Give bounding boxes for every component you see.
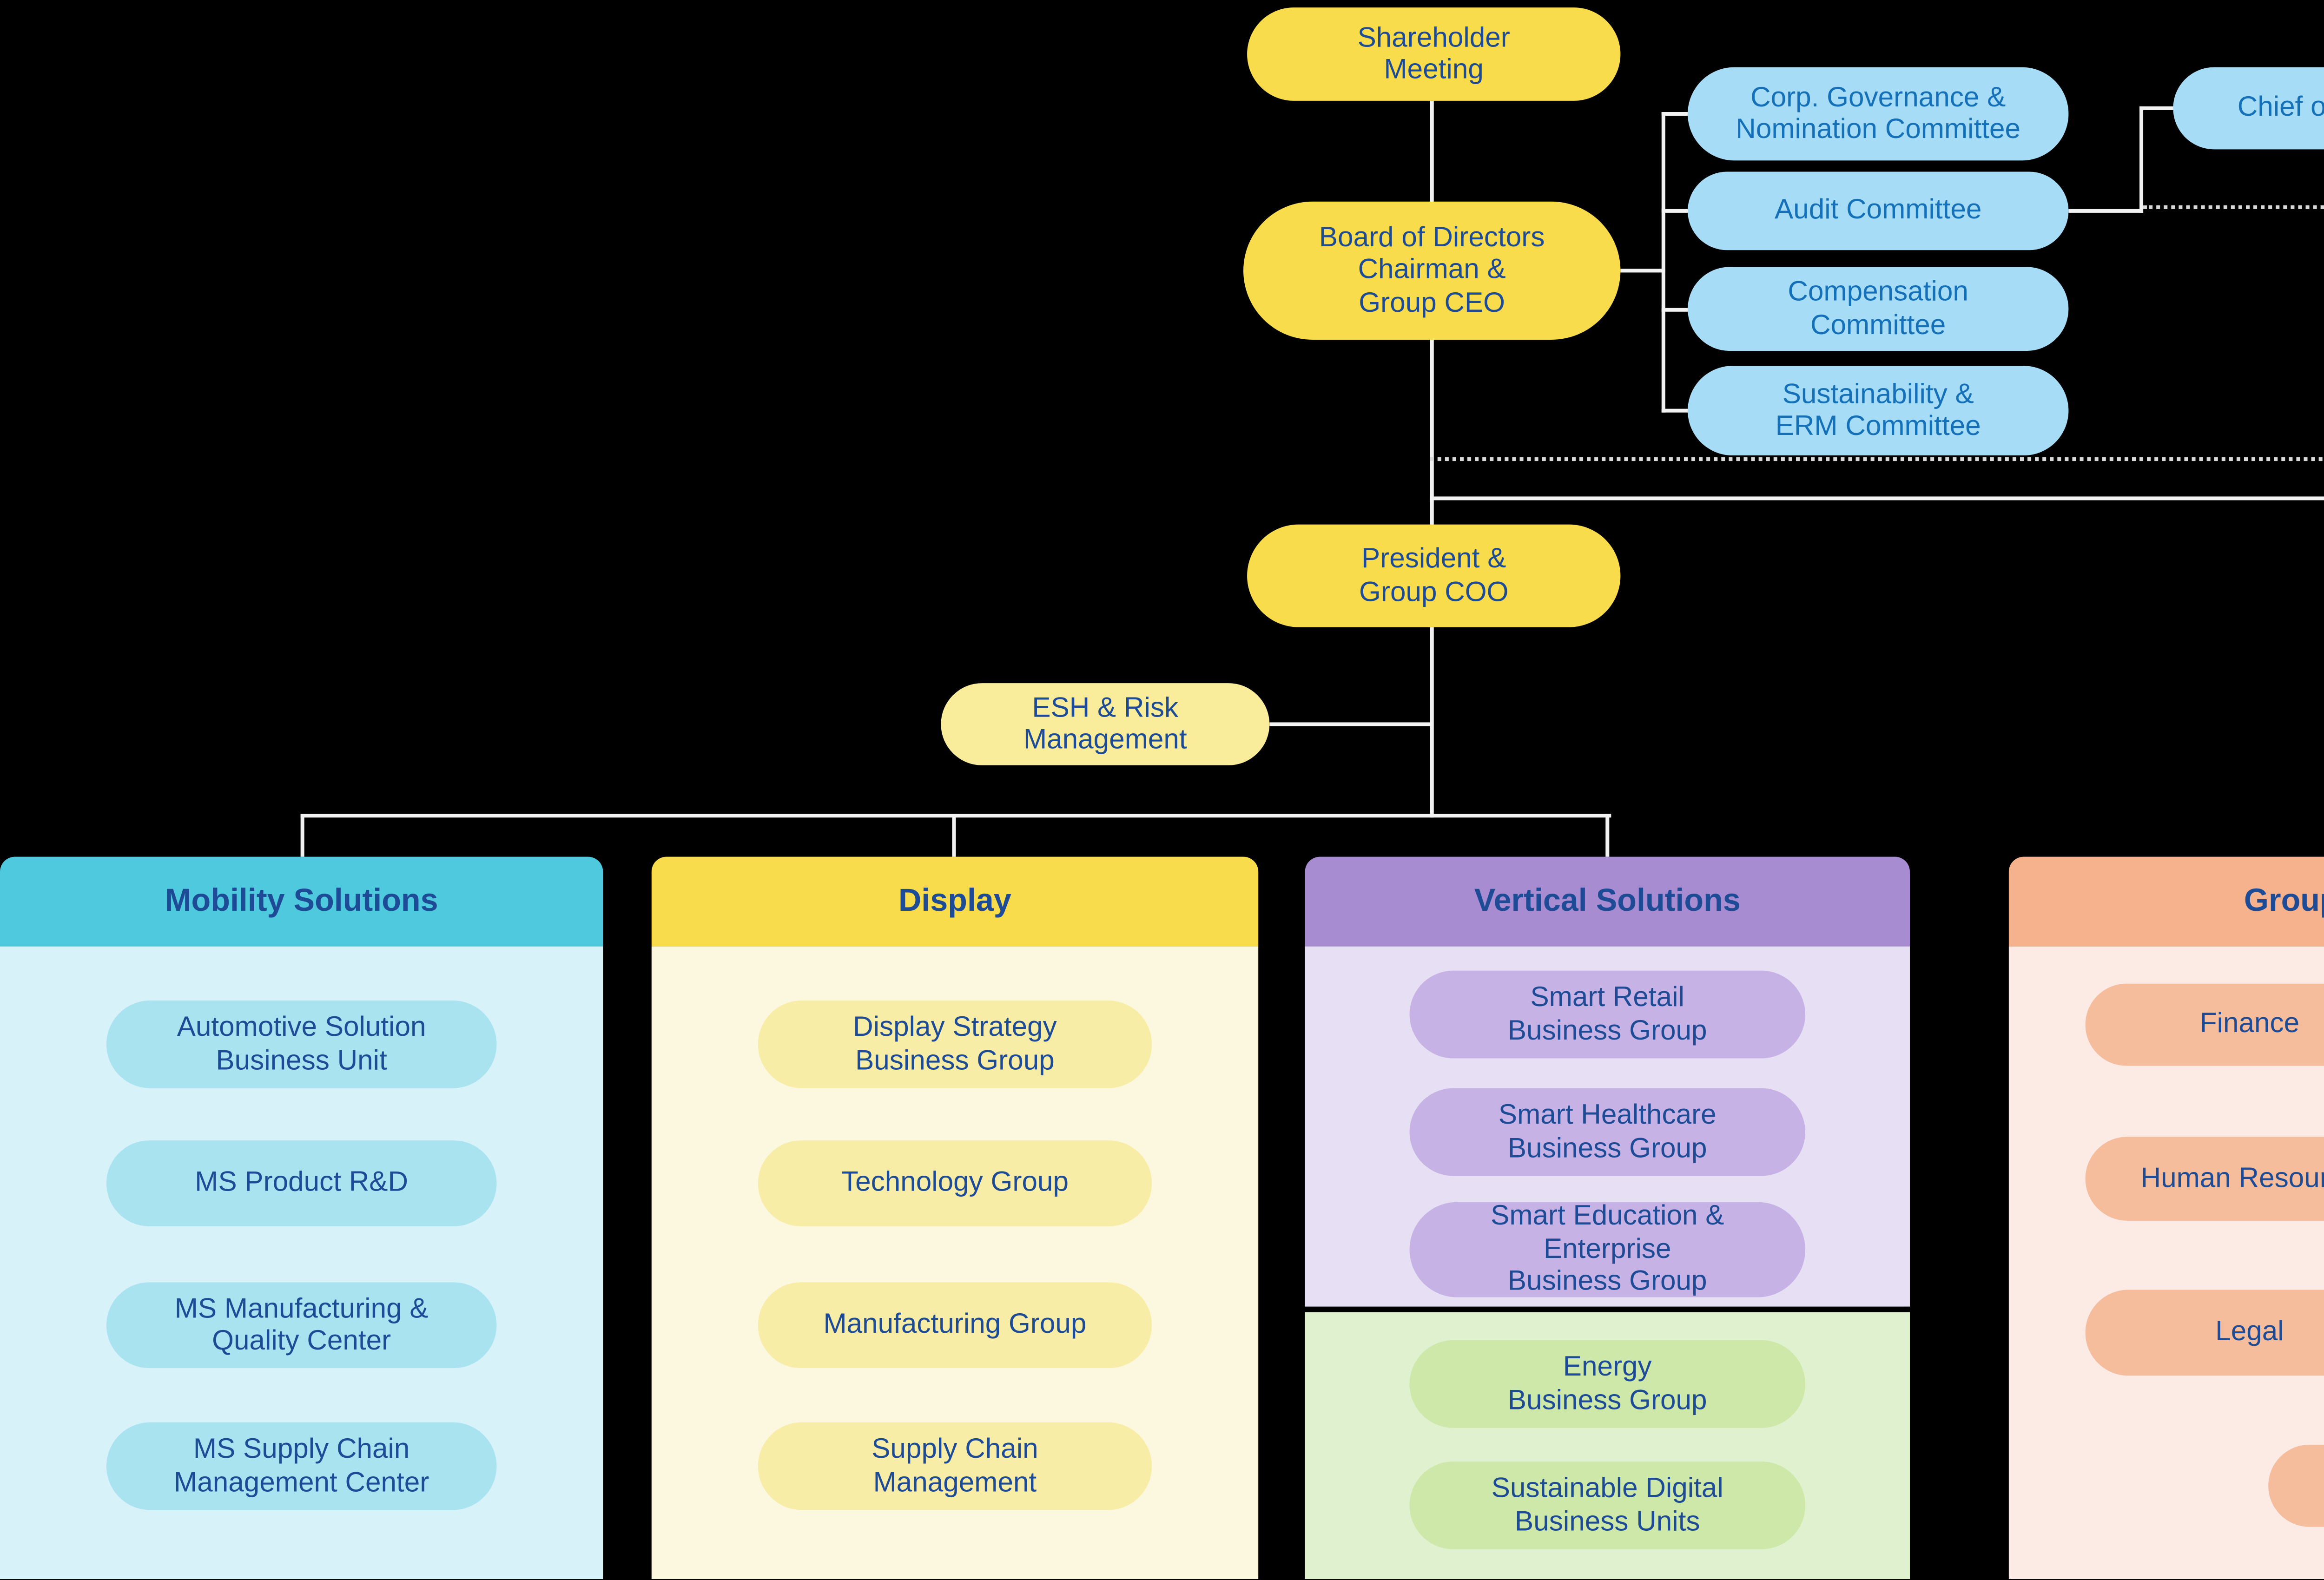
node-committee-audit: Audit Committee [1688, 171, 2069, 250]
connector-president-down [1430, 627, 1434, 818]
connector-stub-display [952, 814, 956, 857]
node-automotive-solution-bu: Automotive Solution Business Unit [106, 1000, 497, 1088]
card-mobility-header: Mobility Solutions [0, 856, 603, 947]
connector-audit-chief-h1 [2068, 209, 2144, 213]
card-infra-header: Group Infrastructure Unit [2008, 856, 2324, 947]
node-ms-manufacturing-quality: MS Manufacturing & Quality Center [106, 1282, 497, 1369]
node-smart-education-enterprise-group: Smart Education & Enterprise Business Gr… [1409, 1201, 1806, 1297]
connector-stub-compensation [1661, 308, 1692, 312]
connector-stub-mobility [300, 814, 304, 857]
card-mobility-solutions: Mobility Solutions Automotive Solution B… [0, 856, 603, 1580]
dotted-audit-right-h [2143, 205, 2324, 209]
card-group-infrastructure: Group Infrastructure Unit Finance Digita… [2008, 856, 2324, 1580]
connector-stub-corp-governance [1661, 112, 1692, 116]
node-committee-sustainability-erm: Sustainability & ERM Committee [1688, 366, 2069, 456]
node-shareholder-meeting: Shareholder Meeting [1247, 7, 1621, 101]
node-legal: Legal [2085, 1290, 2324, 1376]
connector-audit-chief-h2 [2139, 106, 2177, 110]
node-board-of-directors: Board of Directors Chairman & Group CEO [1243, 201, 1621, 340]
card-vertical-header: Vertical Solutions [1305, 856, 1910, 947]
connector-shareholder-board [1430, 100, 1434, 205]
node-smart-healthcare-group: Smart Healthcare Business Group [1409, 1088, 1806, 1176]
node-energy-business-group: Energy Business Group [1409, 1340, 1806, 1428]
node-chief-of-compliance: Chief of Compliance [2173, 67, 2324, 150]
connector-stub-audit [1661, 209, 1692, 213]
node-ms-supply-chain: MS Supply Chain Management Center [106, 1422, 497, 1510]
card-display-header: Display [651, 856, 1259, 947]
connector-board-president [1430, 340, 1434, 527]
node-finance: Finance [2085, 983, 2324, 1066]
node-smart-retail-group: Smart Retail Business Group [1409, 970, 1806, 1059]
node-president-coo: President & Group COO [1247, 524, 1621, 627]
connector-departments-h [300, 814, 1611, 818]
node-esh-risk-management: ESH & Risk Management [941, 683, 1270, 765]
connector-stub-vertical [1605, 814, 1610, 857]
node-ms-product-rd: MS Product R&D [106, 1140, 497, 1226]
node-committee-compensation: Compensation Committee [1688, 267, 2069, 351]
connector-stub-sustainability [1661, 408, 1692, 413]
connector-board-committees-h [1620, 269, 1665, 273]
node-manufacturing-group: Manufacturing Group [758, 1282, 1152, 1369]
connector-audit-chief-v [2139, 106, 2144, 213]
connector-president-infra-h [1430, 496, 2324, 500]
node-human-resource: Human Resource [2085, 1137, 2324, 1221]
node-display-strategy-group: Display Strategy Business Group [758, 1000, 1152, 1088]
dotted-compliance-board-h [1430, 457, 2324, 461]
node-supply-chain-management: Supply Chain Management [758, 1422, 1152, 1510]
node-sustainable-digital-units: Sustainable Digital Business Units [1409, 1461, 1806, 1549]
card-display: Display Display Strategy Business Group … [651, 856, 1259, 1580]
node-technology-group: Technology Group [758, 1140, 1152, 1226]
node-committee-corp-governance: Corp. Governance & Nomination Committee [1688, 67, 2069, 161]
connector-esh-h [1269, 722, 1430, 726]
card-vertical-solutions: Vertical Solutions Smart Retail Business… [1305, 856, 1910, 1580]
connector-committees-trunk [1661, 112, 1665, 413]
